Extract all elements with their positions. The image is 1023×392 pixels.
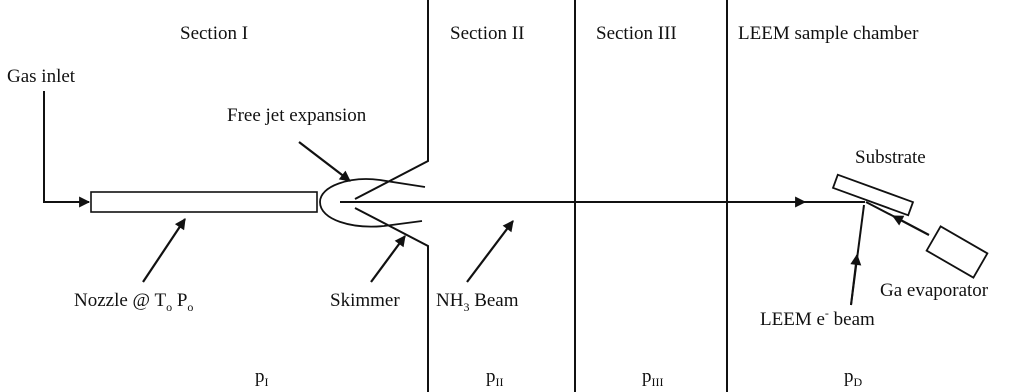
nozzle-tube [90, 191, 318, 213]
ga-evaporator-label: Ga evaporator [880, 280, 989, 301]
section-4-title: LEEM sample chamber [738, 23, 919, 44]
free-jet-arrow [298, 141, 351, 182]
skimmer-arrow [370, 235, 406, 283]
ga-beam-arrow [892, 215, 930, 236]
section-3-title: Section III [596, 23, 677, 44]
nozzle-arrow [142, 218, 186, 283]
leem-beam-arrow [850, 253, 862, 306]
substrate-label: Substrate [855, 147, 926, 168]
section-1-title: Section I [180, 23, 248, 44]
skimmer-wall-upper [354, 0, 429, 200]
ga-evaporator [925, 225, 989, 279]
pressure-section-4: pD [844, 366, 863, 389]
substrate [831, 173, 915, 217]
nh3-beam-label: NH3 Beam [436, 290, 519, 314]
gas-inlet-arrow [43, 91, 91, 208]
nozzle-label: Nozzle @ To Po [74, 290, 193, 314]
pressure-section-2: pII [486, 366, 504, 389]
skimmer-label: Skimmer [330, 290, 400, 311]
beam-arrow [466, 220, 514, 283]
free-jet-label: Free jet expansion [227, 105, 367, 126]
free-jet-plume [319, 178, 426, 228]
skimmer-wall-lower [354, 207, 429, 392]
ga-beam-line [865, 201, 894, 217]
section-2-title: Section II [450, 23, 524, 44]
section-dividers [354, 0, 728, 392]
pressure-section-1: pI [255, 366, 269, 389]
gas-inlet-label: Gas inlet [7, 66, 76, 87]
pressure-section-3: pIII [642, 366, 664, 389]
leem-beam-label: LEEM e- beam [760, 306, 875, 330]
